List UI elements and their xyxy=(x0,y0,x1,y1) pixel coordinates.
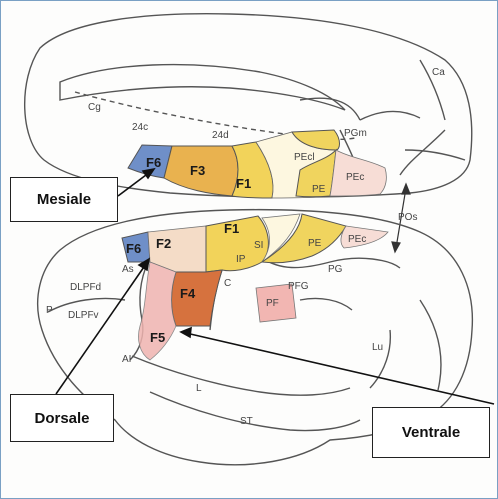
ventrale-label-box: Ventrale xyxy=(372,407,490,458)
label-ip: IP xyxy=(236,254,246,265)
mesiale-arrow xyxy=(118,172,150,196)
label-cg: Cg xyxy=(88,102,101,113)
label-lateral-f2: F2 xyxy=(156,236,171,251)
label-lateral-pec: PEc xyxy=(348,234,366,245)
label-lateral-pe: PE xyxy=(308,238,322,249)
label-mesial-f3: F3 xyxy=(190,163,205,178)
label-24c: 24c xyxy=(132,122,148,133)
label-mesial-pe: PE xyxy=(312,184,326,195)
label-mesial-f6: F6 xyxy=(146,155,161,170)
label-lateral-f4: F4 xyxy=(180,286,196,301)
label-ca: Ca xyxy=(432,67,445,78)
label-lateral-f1: F1 xyxy=(224,221,239,236)
label-st: ST xyxy=(240,416,253,427)
label-pg: PG xyxy=(328,264,343,275)
label-lu: Lu xyxy=(372,342,383,353)
label-lateral-f6: F6 xyxy=(126,241,141,256)
label-dlpfv: DLPFv xyxy=(68,310,99,321)
label-p: P xyxy=(46,305,53,316)
label-ai: AI xyxy=(122,354,131,365)
label-mesial-f1: F1 xyxy=(236,176,251,191)
label-si: SI xyxy=(254,240,263,251)
mesiale-label-box: Mesiale xyxy=(10,177,118,222)
label-pecl: PEcl xyxy=(294,152,315,163)
label-24d: 24d xyxy=(212,130,229,141)
label-as: As xyxy=(122,264,134,275)
lateral-f5-area xyxy=(138,262,176,360)
label-pfg: PFG xyxy=(288,281,309,292)
dorsale-text: Dorsale xyxy=(34,410,89,427)
dorsale-label-box: Dorsale xyxy=(10,394,114,442)
label-c: C xyxy=(224,278,231,289)
label-pgm: PGm xyxy=(344,128,367,139)
label-l: L xyxy=(196,383,202,394)
label-pf: PF xyxy=(266,298,279,309)
corpus-callosum xyxy=(60,65,345,110)
label-dlpfd: DLPFd xyxy=(70,282,101,293)
ventrale-arrow xyxy=(186,333,494,404)
label-mesial-pec: PEc xyxy=(346,172,364,183)
ventrale-text: Ventrale xyxy=(402,424,460,441)
label-lateral-f5: F5 xyxy=(150,330,165,345)
mesiale-text: Mesiale xyxy=(37,191,91,208)
label-pos: POs xyxy=(398,212,417,223)
